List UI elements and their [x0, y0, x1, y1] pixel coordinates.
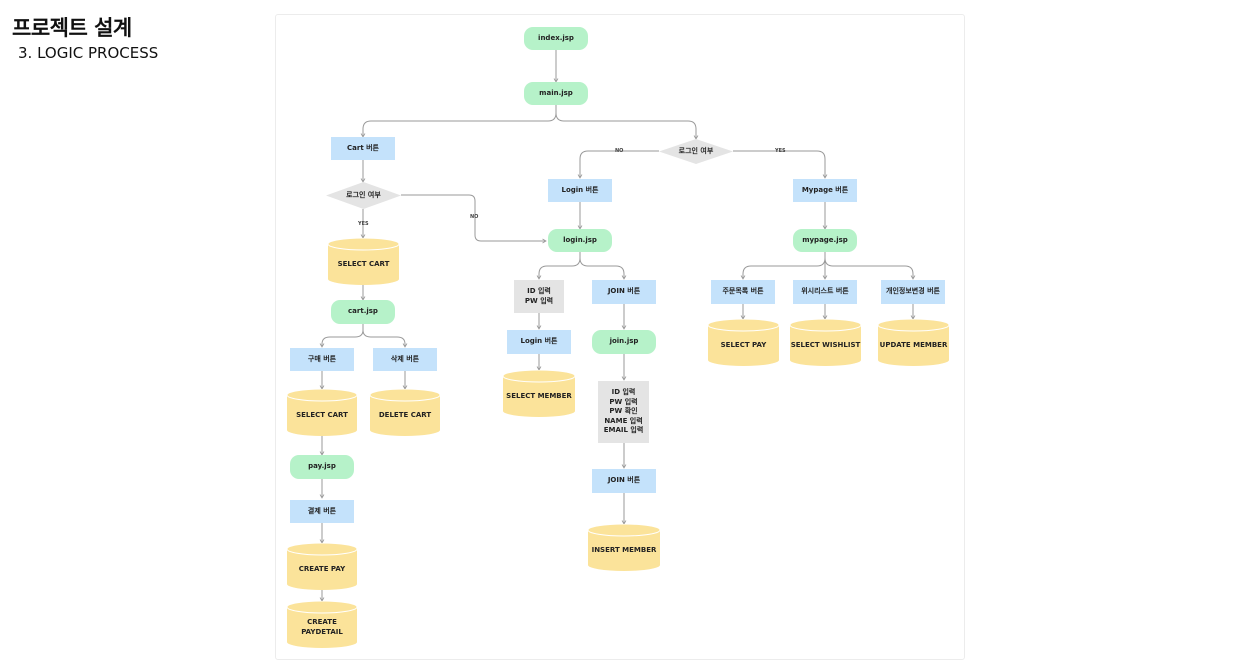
create-pay-db: CREATE PAY	[287, 543, 357, 590]
update-member-db: UPDATE MEMBER	[878, 319, 949, 366]
profile-edit-button-node: 개인정보변경 버튼	[881, 280, 945, 304]
join-button-node: JOIN 버튼	[592, 280, 656, 304]
delete-cart-db: DELETE CART	[370, 389, 440, 436]
edge-decision-mypage	[733, 150, 828, 179]
delete-button-node: 삭제 버튼	[373, 348, 437, 371]
page-title: 프로젝트 설계	[12, 16, 132, 40]
cart-button-node: Cart 버튼	[331, 137, 395, 160]
cart-login-check-decision: 로그인 여부	[326, 182, 401, 209]
edge-label-no: NO	[470, 214, 479, 220]
cart-jsp-node: cart.jsp	[331, 300, 395, 324]
id-pw-input-node: ID 입력 PW 입력	[514, 280, 564, 313]
buy-button-node: 구매 버튼	[290, 348, 354, 371]
mypage-button-node: Mypage 버튼	[793, 179, 857, 202]
join-inputs-node: ID 입력 PW 입력 PW 확인 NAME 입력 EMAIL 입력	[598, 381, 649, 443]
edge-cartdecision-loginjsp	[401, 194, 547, 244]
page-subtitle: 3. LOGIC PROCESS	[18, 44, 159, 62]
mypage-jsp-node: mypage.jsp	[793, 229, 857, 252]
main-jsp-node: main.jsp	[524, 82, 588, 105]
edge-main-decision	[555, 105, 699, 140]
join-button-node-2: JOIN 버튼	[592, 469, 656, 493]
create-paydetail-db: CREATE PAYDETAIL	[287, 601, 357, 648]
wishlist-button-node: 위시리스트 버튼	[793, 280, 857, 304]
edge-loginjsp-join	[579, 252, 627, 280]
select-member-db: SELECT MEMBER	[503, 370, 575, 417]
edge-label-no: NO	[615, 148, 624, 154]
edge-mypagejsp-info	[824, 252, 916, 280]
index-jsp-node: index.jsp	[524, 27, 588, 50]
edge-cartjsp-buy	[319, 324, 364, 348]
edge-mypagejsp-order	[740, 252, 826, 280]
edge-decision-login	[577, 150, 659, 179]
payment-button-node: 결제 버튼	[290, 500, 354, 523]
select-cart-db-2: SELECT CART	[287, 389, 357, 436]
select-wishlist-db: SELECT WISHLIST	[790, 319, 861, 366]
edge-loginjsp-idpw	[536, 252, 581, 280]
edge-main-cart	[360, 105, 557, 138]
edge-label-yes: YES	[358, 221, 369, 227]
edge-label-yes: YES	[775, 148, 786, 154]
insert-member-db: INSERT MEMBER	[588, 524, 660, 571]
login-check-decision: 로그인 여부	[659, 139, 733, 164]
pay-jsp-node: pay.jsp	[290, 455, 354, 479]
join-jsp-node: join.jsp	[592, 330, 656, 354]
login-jsp-node: login.jsp	[548, 229, 612, 252]
edge-cartjsp-delete	[362, 324, 408, 348]
select-pay-db: SELECT PAY	[708, 319, 779, 366]
login-button-node: Login 버튼	[548, 179, 612, 202]
login-button-node-2: Login 버튼	[507, 330, 571, 354]
select-cart-db: SELECT CART	[328, 238, 399, 285]
order-list-button-node: 주문목록 버튼	[711, 280, 775, 304]
